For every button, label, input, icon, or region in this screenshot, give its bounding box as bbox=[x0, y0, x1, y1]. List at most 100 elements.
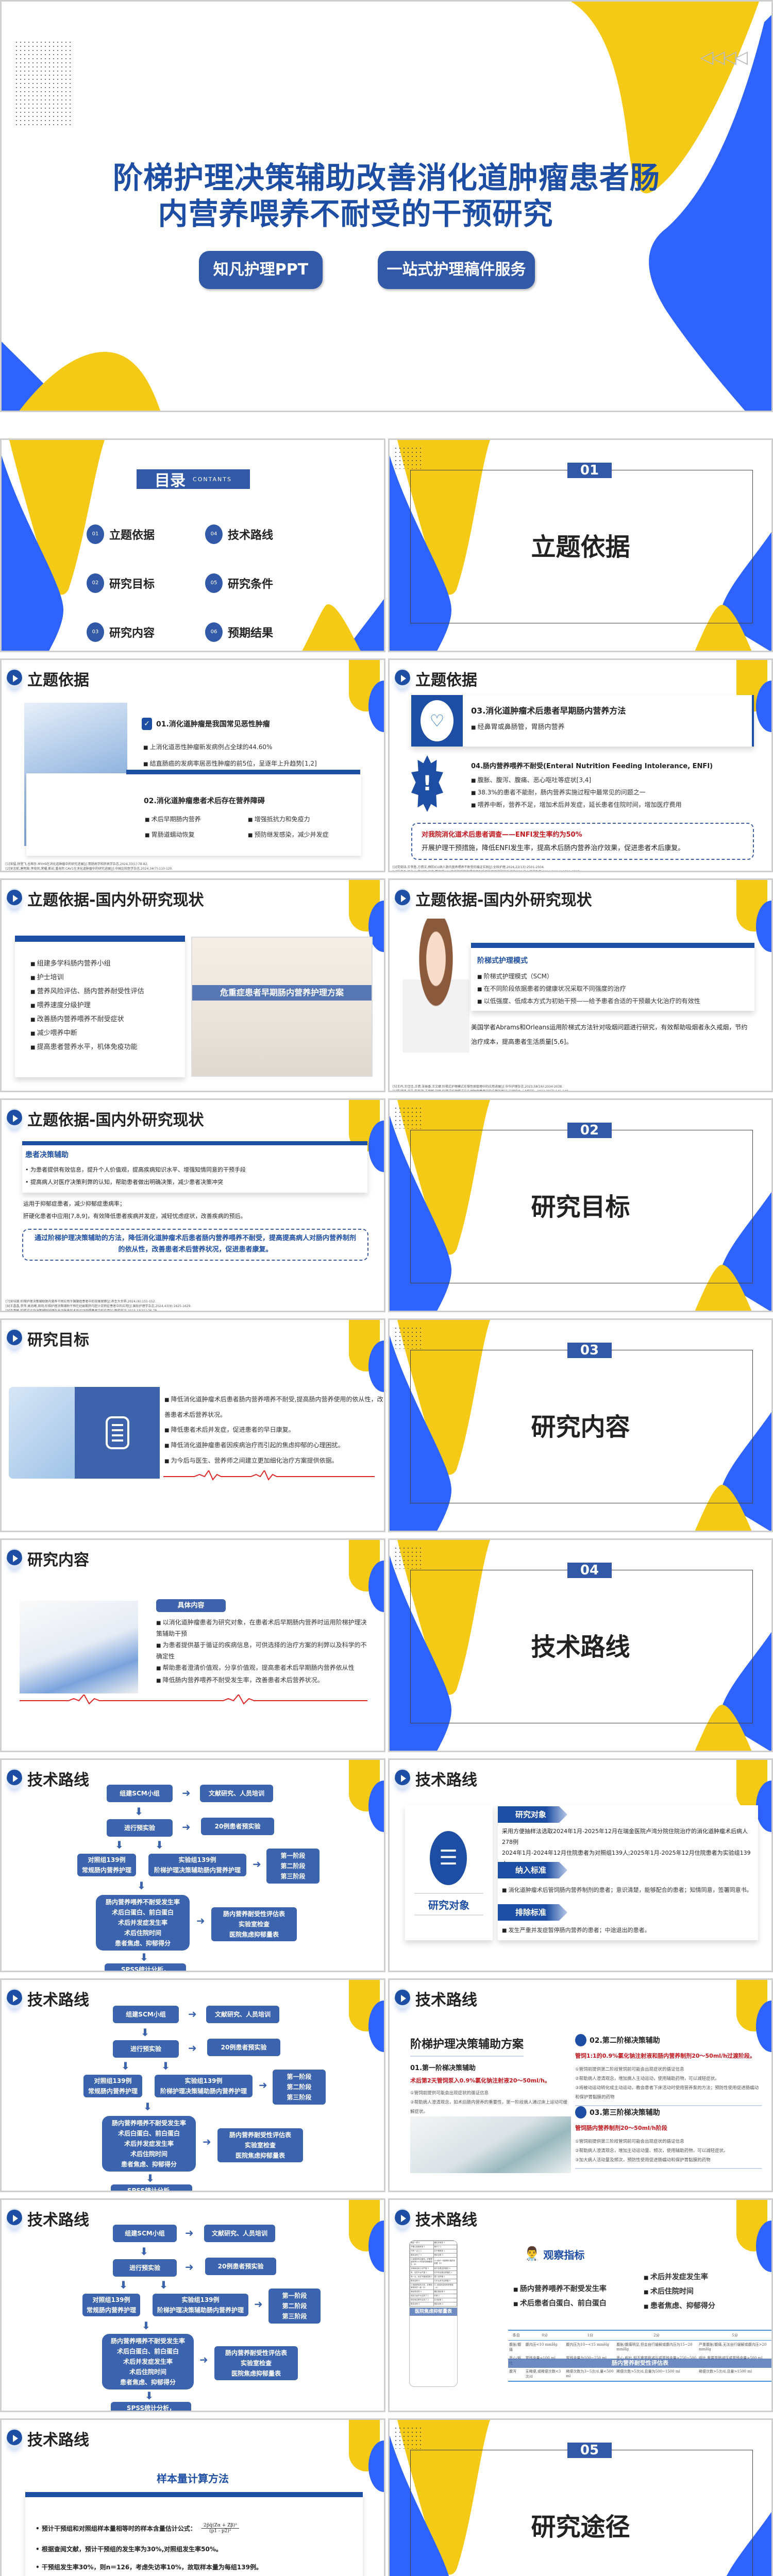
slide-header: 技术路线 bbox=[395, 1987, 477, 2010]
arrows-left-icon: ◁◁◁◁ bbox=[700, 47, 748, 67]
sample-formula: 2p̄q̄(Zα + Zβ)²(p1 - p2)² bbox=[201, 2523, 239, 2534]
slide-section-04: 04 技术路线 bbox=[388, 1538, 773, 1752]
slide-header: 技术路线 bbox=[7, 1767, 89, 1790]
heart-pulse-icon: ♡ bbox=[421, 700, 453, 741]
play-icon bbox=[395, 1768, 410, 1789]
nurse-illustration bbox=[402, 919, 469, 1053]
play-icon bbox=[7, 1548, 22, 1569]
indicators-title: 观察指标 bbox=[543, 2248, 585, 2261]
slide-section-01: 01 立题依据 bbox=[388, 438, 773, 652]
slide-header: 技术路线 bbox=[395, 2207, 477, 2230]
slide-header: 技术路线 bbox=[7, 2207, 89, 2230]
cover-title-line2: 内营养喂养不耐受的干预研究 bbox=[158, 196, 553, 231]
slide-section-03: 03 研究内容 bbox=[388, 1318, 773, 1532]
slide-header: 研究目标 bbox=[7, 1327, 89, 1350]
slide-status-2: 立题依据-国内外研究现状 阶梯式护理模式 阶梯式护理模式（SCM） 在不同阶段依… bbox=[388, 878, 773, 1092]
medical-touch-photo bbox=[9, 1387, 76, 1479]
heartbeat-line-icon bbox=[20, 1694, 367, 1705]
heartbeat-line-icon bbox=[163, 1470, 375, 1481]
checkbox-icon: ✓ bbox=[142, 718, 152, 730]
scheme-title: 阶梯护理决策辅助方案 bbox=[410, 2035, 524, 2057]
play-icon bbox=[7, 2208, 22, 2229]
doctor-clipboard-photo bbox=[20, 1601, 138, 1693]
decorative-blobs bbox=[390, 1320, 771, 1531]
slide-section-05: 05 研究途径 bbox=[388, 2418, 773, 2576]
play-icon bbox=[395, 888, 410, 909]
slide-sample-size: 技术路线 样本量计算方法 • 预计干预组和对照组样本量相等时的样本含量估计公式：… bbox=[0, 2418, 385, 2576]
sample-title: 样本量计算方法 bbox=[157, 2472, 229, 2485]
slide-flowchart-2: 技术路线 组建SCM小组 ➜ 文献研究、人员培训 ⬇ 进行预实验 ➜ 20例患者… bbox=[0, 1978, 385, 2192]
toc-subtitle: CONTANTS bbox=[193, 476, 232, 483]
goals-list: 降低消化道肿瘤术后患者肠内营养喂养不耐受,提高肠内营养使用的依从性，改善患者术后… bbox=[164, 1392, 383, 1469]
decorative-blobs bbox=[2, 440, 384, 651]
play-icon bbox=[395, 668, 410, 689]
section-number: 04 bbox=[567, 1563, 612, 1578]
slide-subjects: 技术路线 ☰ 研究对象 研究对象 采用方便抽样法选取2024年1月-2025年1… bbox=[388, 1758, 773, 1972]
dot-grid-decoration bbox=[14, 40, 74, 125]
play-icon bbox=[7, 1108, 22, 1129]
slide-header: 立题依据-国内外研究现状 bbox=[395, 887, 592, 910]
decorative-blobs bbox=[390, 1100, 771, 1311]
slide-basis-1: 立题依据 ✓ 01.消化道肿瘤是我国常见恶性肿瘤 上消化道恶性肿瘤新发病例占全球… bbox=[0, 658, 385, 872]
service-pill: 一站式护理稿件服务 bbox=[378, 251, 535, 289]
document-icon: ☰ bbox=[430, 1831, 467, 1885]
decorative-blobs bbox=[390, 440, 771, 651]
section-number: 03 bbox=[567, 1343, 612, 1358]
flow-step-scm: 组建SCM小组 bbox=[107, 1785, 173, 1802]
warning-icon: ! bbox=[411, 755, 443, 812]
toc-title-badge: 目录 CONTANTS bbox=[137, 469, 250, 490]
play-icon bbox=[7, 2428, 22, 2449]
references-footnote: [1]宋猛,徐登飞,仓顺东.MYH9在消化道肿瘤中的研究进展[J].胃肠病学和肝… bbox=[6, 862, 173, 871]
play-icon bbox=[395, 2208, 410, 2229]
slide-flowchart-3: 技术路线 组建SCM小组 ➜ 文献研究、人员培训 ⬇ 进行预实验 ➜ 20例患者… bbox=[0, 2198, 385, 2412]
slide-header: 立题依据 bbox=[7, 667, 89, 690]
section-title: 研究内容 bbox=[531, 1413, 630, 1442]
stage3-block: 03.第三阶梯决策辅助 管饲肠内营养制剂20～50ml/h阶段 ①管饲前提供第三… bbox=[575, 2106, 762, 2169]
hospital-photo: 危重症患者早期肠内营养护理方案 bbox=[191, 937, 373, 1077]
slide-section-02: 02 研究目标 bbox=[388, 1098, 773, 1312]
accent-bar bbox=[126, 770, 360, 774]
play-icon bbox=[395, 1988, 410, 2009]
slide-header: 立题依据 bbox=[395, 667, 477, 690]
section-title: 立题依据 bbox=[531, 533, 630, 562]
slide-header: 技术路线 bbox=[7, 2427, 89, 2450]
play-icon bbox=[7, 668, 22, 689]
badge-icon bbox=[575, 2034, 586, 2046]
play-icon bbox=[7, 1988, 22, 2009]
section-number: 01 bbox=[567, 463, 612, 478]
hads-row: 3.我感到有点害怕，好像预感到有什么可怕的事情要发生（A）10.我对一切都是乐观… bbox=[410, 2257, 457, 2267]
hads-row: 4.我能够哈哈大笑，并看到事物好的一面（D）11.我突然发现有恐慌感（A） bbox=[410, 2283, 457, 2290]
decorative-blobs bbox=[2, 2, 771, 411]
highlight-box bbox=[411, 823, 754, 860]
slide-basis-2: 立题依据 ♡ 03.消化道肿瘤术后患者早期肠内营养方法 经鼻胃或鼻肠管，胃肠内营… bbox=[388, 658, 773, 872]
doctor-icon: 👨‍⚕️ bbox=[524, 2246, 541, 2262]
slide-header: 技术路线 bbox=[395, 1767, 477, 1790]
slide-header: 立题依据-国内外研究现状 bbox=[7, 1107, 204, 1130]
slide-cover: ◁◁◁◁ 阶梯护理决策辅助改善消化道肿瘤患者肠 内营养喂养不耐受的干预研究 知凡… bbox=[0, 0, 773, 412]
slide-header: 立题依据-国内外研究现状 bbox=[7, 887, 204, 910]
slide-header: 技术路线 bbox=[7, 1987, 89, 2010]
slide-header: 研究内容 bbox=[7, 1547, 89, 1570]
play-icon bbox=[7, 1328, 22, 1349]
toc-title: 目录 bbox=[155, 472, 186, 490]
